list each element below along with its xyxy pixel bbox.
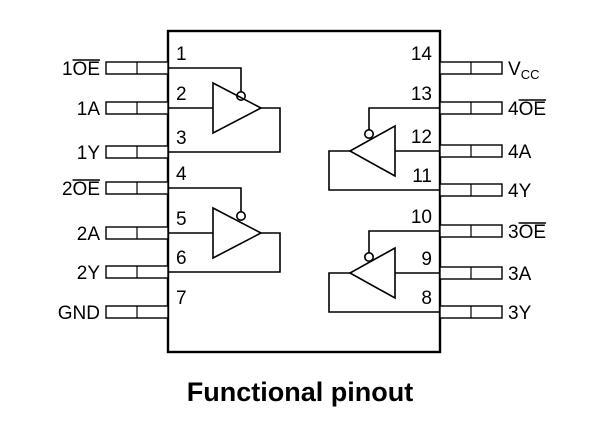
- pin-6-label: 2Y: [77, 263, 101, 284]
- pin-11-name: 4Y: [508, 181, 532, 202]
- pin-13-number: 13: [411, 84, 432, 105]
- pin-14-number: 14: [411, 44, 433, 65]
- pin-14-label: VCC: [508, 59, 539, 82]
- pin-10-label: 3OE: [508, 222, 546, 243]
- buffer-4: [328, 107, 440, 191]
- pin-5-name: 2A: [77, 224, 101, 245]
- pin-10-number: 10: [411, 207, 432, 228]
- pin-8-number: 8: [421, 288, 432, 309]
- pin-10-name: 3: [508, 222, 519, 243]
- pin-7-number: 7: [176, 288, 187, 309]
- pin-11-label: 4Y: [508, 181, 532, 202]
- pin-14-name: V: [508, 59, 521, 80]
- pin-4-label: 2OE: [62, 179, 100, 200]
- pin-5-label: 2A: [77, 224, 101, 245]
- buffer-3: [328, 230, 440, 313]
- pin-12-number: 12: [411, 127, 432, 148]
- pin-1-number: 1: [176, 44, 187, 65]
- pin-5-number: 5: [176, 209, 187, 230]
- pin-2-name: 1A: [77, 99, 101, 120]
- buffer-3-output-wire: [328, 272, 440, 313]
- pin-1-active-low-name: OE: [73, 59, 100, 80]
- buffer-2-oe-wire: [168, 187, 242, 212]
- pin-9-number: 9: [421, 249, 432, 270]
- pin-2-number: 2: [176, 84, 187, 105]
- pin-12-label: 4A: [508, 142, 532, 163]
- buffer-2-output-wire: [168, 232, 281, 273]
- pin-8-label: 3Y: [508, 303, 532, 324]
- pin-13-label: 4OE: [508, 99, 546, 120]
- pin-8-name: 3Y: [508, 303, 532, 324]
- pin-3-number: 3: [176, 128, 187, 149]
- pin-7-name: GND: [58, 303, 100, 324]
- pin-1-name: 1: [62, 59, 73, 80]
- pin-9-name: 3A: [508, 264, 532, 285]
- pins-layer: 11OE21A31Y42OE52A62Y7GND14VCC134OE124A11…: [58, 44, 547, 324]
- pin-10-active-low-name: OE: [519, 222, 546, 243]
- pin-6-number: 6: [176, 248, 187, 269]
- figure-caption: Functional pinout: [187, 377, 413, 407]
- buffer-4-enable-bubble-icon: [363, 129, 374, 140]
- pin-13-active-low-name: OE: [519, 99, 546, 120]
- buffer-1: [168, 67, 281, 153]
- pin-4-number: 4: [176, 164, 187, 185]
- pin-1-label: 1OE: [62, 59, 100, 80]
- ic-package-body: [166, 29, 442, 354]
- pin-9-label: 3A: [508, 264, 532, 285]
- pin-13-name: 4: [508, 99, 519, 120]
- pin-11-number: 11: [412, 166, 432, 187]
- pin-2-label: 1A: [77, 99, 101, 120]
- pin-6-name: 2Y: [77, 263, 101, 284]
- pin-4-active-low-name: OE: [73, 179, 100, 200]
- pin-12-name: 4A: [508, 142, 532, 163]
- buffer-3-enable-bubble-icon: [363, 252, 374, 263]
- buffer-1-oe-wire: [168, 67, 242, 92]
- buffer-4-output-wire: [328, 150, 440, 191]
- buffer-2-enable-bubble-icon: [236, 211, 247, 222]
- pin-7-label: GND: [58, 303, 100, 324]
- pin-4-name: 2: [62, 179, 73, 200]
- pin-14-subscript: CC: [521, 67, 540, 82]
- buffer-1-output-wire: [168, 107, 281, 153]
- buffer-4-oe-wire: [368, 107, 440, 130]
- buffer-2: [168, 187, 281, 273]
- buffer-3-oe-wire: [368, 230, 440, 253]
- pin-3-label: 1Y: [77, 143, 101, 164]
- pin-3-name: 1Y: [77, 143, 101, 164]
